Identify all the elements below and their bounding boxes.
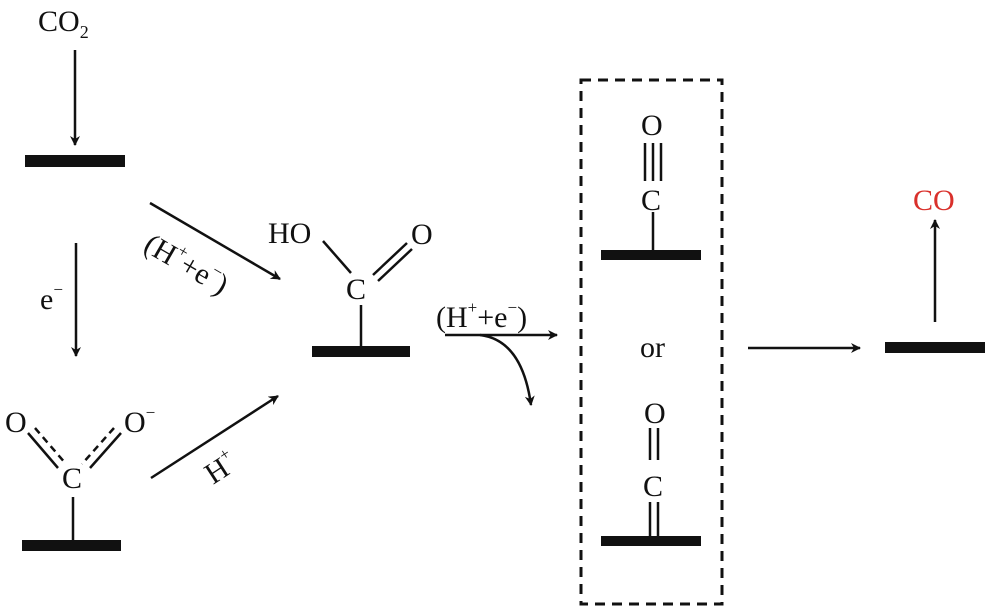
cooh-ho-label: HO xyxy=(268,217,311,250)
bond-c-o-double-1 xyxy=(372,242,408,276)
intermediate-box xyxy=(579,78,724,606)
coo-c-label: C xyxy=(62,462,82,495)
proton-label: H+ xyxy=(197,444,243,491)
cooh-o-label: O xyxy=(411,218,433,251)
bond-o-c-right-dashed xyxy=(81,427,115,465)
bridge-co-c-label: C xyxy=(643,470,663,503)
pcet-label: (H++e−) xyxy=(139,225,236,302)
bond-o-c-left xyxy=(27,432,59,469)
catalyst-surface xyxy=(312,346,410,357)
pcet2-label: (H++e−) xyxy=(436,298,527,334)
co2-label: CO2 xyxy=(38,5,89,42)
cooh-c-label: C xyxy=(346,273,366,306)
catalyst-surface xyxy=(601,536,701,546)
catalyst-surface xyxy=(601,250,701,260)
catalyst-surface xyxy=(885,342,985,353)
electron-label: e− xyxy=(40,280,63,316)
proton-arrow xyxy=(150,394,279,480)
linear-co-c-label: C xyxy=(641,184,661,217)
pcet-arrow xyxy=(149,201,281,281)
bond-o-c-left-dashed xyxy=(34,427,67,465)
bond-o-c-right xyxy=(89,432,122,469)
linear-co-o-label: O xyxy=(641,109,663,142)
coo-o-left-label: O xyxy=(5,406,27,439)
bond-c-oh xyxy=(322,240,352,274)
catalyst-surface xyxy=(22,540,121,551)
bond-c-o-double-2 xyxy=(377,248,413,282)
catalyst-surface xyxy=(25,155,125,167)
coo-o-right-label: O− xyxy=(124,403,155,439)
water-release-arrow xyxy=(479,333,535,406)
product-co-label: CO xyxy=(913,184,955,217)
bridge-co-o-label: O xyxy=(644,397,666,430)
or-label: or xyxy=(640,331,665,364)
